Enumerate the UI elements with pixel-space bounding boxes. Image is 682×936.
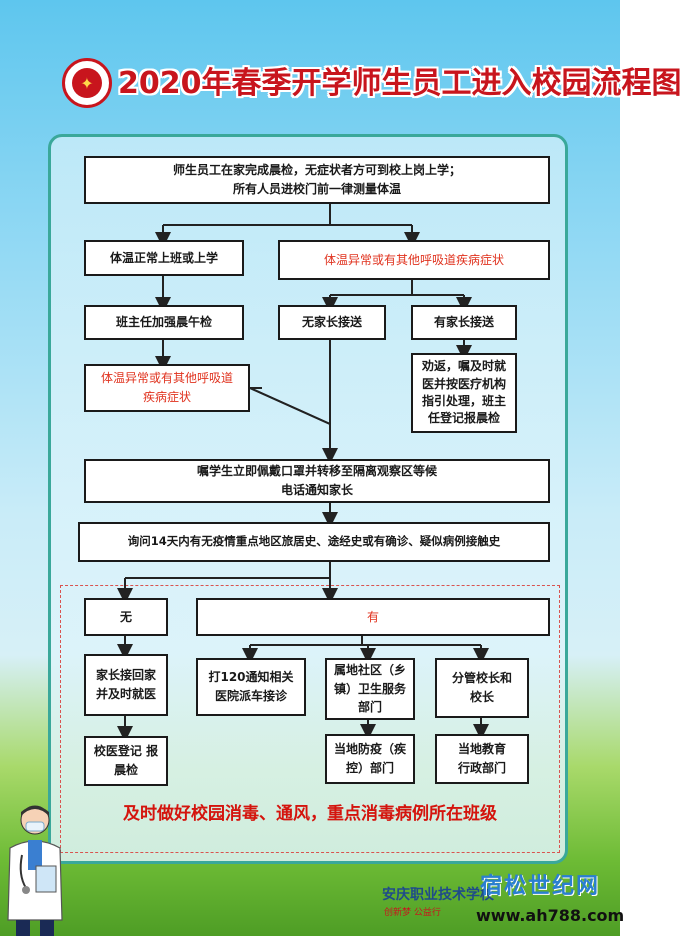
community-box: 属地社区（乡镇）卫生服务部门 xyxy=(325,658,415,720)
call120-line2: 医院派车接诊 xyxy=(214,689,287,703)
has-parent-box: 有家长接送 xyxy=(411,305,517,340)
parent-advice-box: 劝返，嘱及时就 医并按医疗机构 指引处理，班主 任登记报晨检 xyxy=(411,353,517,433)
home-check-box: 师生员工在家完成晨检，无症状者方可到校上岗上学； 所有人员进校门前一律测量体温 xyxy=(84,156,550,204)
parent-advice-line3: 指引处理，班主 xyxy=(421,394,506,408)
education-line1: 当地教育 xyxy=(457,742,506,757)
watermark-brand: 宿松世纪网 xyxy=(480,874,601,899)
inquiry-box: 询问14天内有无疫情重点地区旅居史、途经史或有确诊、疑似病例接触史 xyxy=(78,522,550,562)
answer-yes-text: 有 xyxy=(366,609,379,624)
isolate-box: 嘱学生立即佩戴口罩并转移至隔离观察区等候电话通知家长 xyxy=(84,459,550,503)
has-parent-text: 有家长接送 xyxy=(433,315,494,330)
no-parent-box: 无家长接送 xyxy=(278,305,386,340)
pickup-line2: 并及时就医 xyxy=(95,687,156,701)
afternoon-abnormal-line2: 疾病症状 xyxy=(142,390,191,404)
parent-advice-line4: 任登记报晨检 xyxy=(427,411,500,426)
flow-connectors xyxy=(117,204,489,742)
community-line3: 部门 xyxy=(357,700,382,715)
temp-abnormal-text: 体温异常或有其他呼吸道疾病症状 xyxy=(323,252,504,267)
home-check-line1: 师生员工在家完成晨检，无症状者方可到校上岗上学； xyxy=(172,163,461,178)
answer-yes-box: 有 xyxy=(196,598,550,636)
school-slogan: 创新梦 公益行 xyxy=(384,908,441,918)
principal-box: 分管校长和校长 xyxy=(435,658,529,718)
register-line1: 校医登记 报 xyxy=(93,744,159,759)
register-line2: 晨检 xyxy=(113,763,138,777)
answer-no-text: 无 xyxy=(119,609,132,624)
cdc-line2: 控）部门 xyxy=(345,761,394,775)
home-check-line2: 所有人员进校门前一律测量体温 xyxy=(232,182,401,196)
doctor-illustration-icon xyxy=(7,805,63,936)
answer-no-box: 无 xyxy=(84,598,168,636)
principal-line2: 校长 xyxy=(469,690,494,704)
register-box: 校医登记 报晨检 xyxy=(84,736,168,786)
pickup-line1: 家长接回家 xyxy=(95,668,156,683)
parent-pickup-box: 家长接回家并及时就医 xyxy=(84,654,168,716)
parent-advice-line2: 医并按医疗机构 xyxy=(421,376,506,391)
cdc-box: 当地防疫（疾控）部门 xyxy=(325,734,415,784)
school-logo-icon: ✦ xyxy=(62,58,112,108)
call120-line1: 打120通知相关 xyxy=(208,670,294,685)
response-region xyxy=(60,585,560,853)
teacher-check-text: 班主任加强晨午检 xyxy=(115,315,212,330)
afternoon-abnormal-box: 体温异常或有其他呼吸道疾病症状 xyxy=(84,364,250,412)
school-name: 安庆职业技术学校 xyxy=(382,887,494,903)
page-title: 2020年春季开学师生员工进入校园流程图 xyxy=(118,66,682,101)
isolate-line2: 电话通知家长 xyxy=(280,483,353,497)
community-line1: 属地社区（乡 xyxy=(333,663,406,678)
teacher-check-box: 班主任加强晨午检 xyxy=(84,305,244,340)
temp-normal-box: 体温正常上班或上学 xyxy=(84,240,244,276)
education-box: 当地教育行政部门 xyxy=(435,734,529,784)
no-parent-text: 无家长接送 xyxy=(301,315,362,330)
watermark-url: www.ah788.com xyxy=(476,906,625,925)
principal-line1: 分管校长和 xyxy=(451,671,512,686)
afternoon-abnormal-line1: 体温异常或有其他呼吸道 xyxy=(100,371,233,386)
parent-advice-line1: 劝返，嘱及时就 xyxy=(421,359,506,374)
temp-abnormal-box: 体温异常或有其他呼吸道疾病症状 xyxy=(278,240,550,280)
isolate-line1: 嘱学生立即佩戴口罩并转移至隔离观察区等候 xyxy=(196,464,437,479)
disinfection-banner: 及时做好校园消毒、通风，重点消毒病例所在班级 xyxy=(123,804,497,824)
inquiry-text: 询问14天内有无疫情重点地区旅居史、途经史或有确诊、疑似病例接触史 xyxy=(127,534,501,549)
call-120-box: 打120通知相关医院派车接诊 xyxy=(196,658,306,716)
temp-normal-text: 体温正常上班或上学 xyxy=(109,250,218,265)
community-line2: 镇）卫生服务 xyxy=(333,681,406,696)
education-line2: 行政部门 xyxy=(457,761,506,775)
cdc-line1: 当地防疫（疾 xyxy=(333,742,406,757)
